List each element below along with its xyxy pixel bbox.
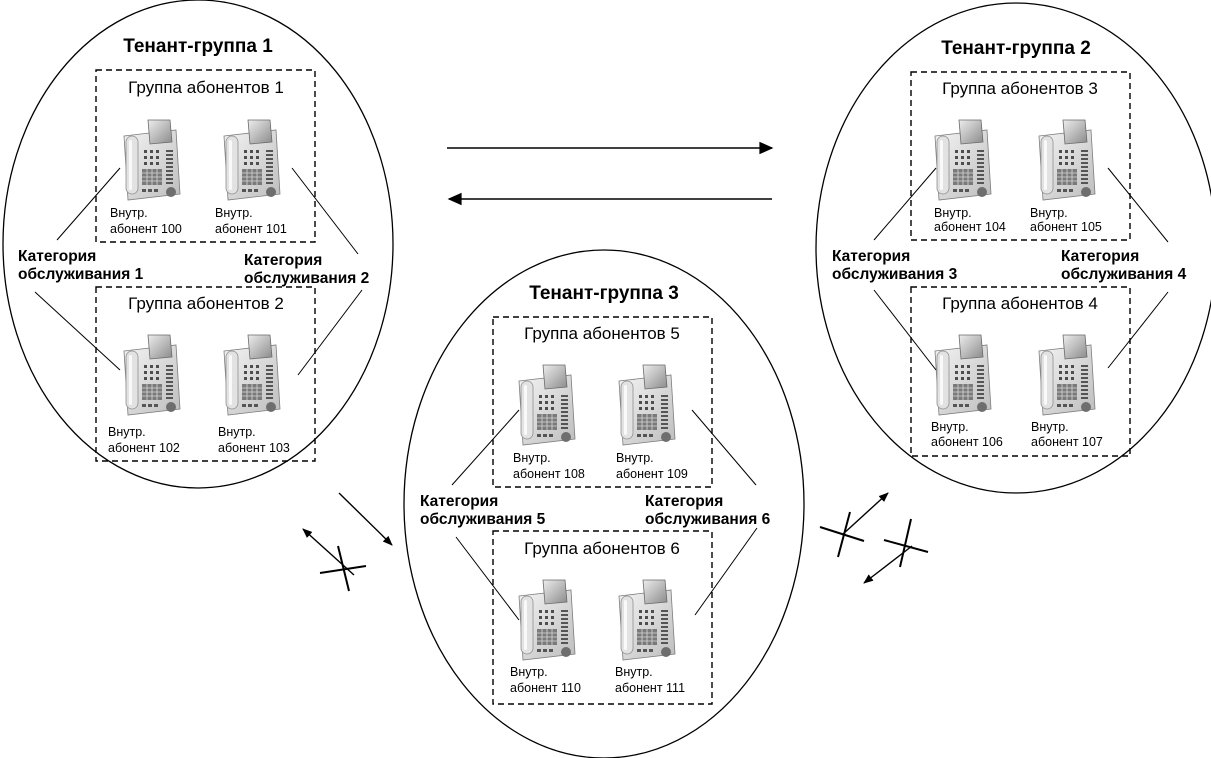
- desk-phone-icon: [934, 119, 992, 201]
- cos-label: обслуживания 1: [18, 266, 144, 283]
- tenant-boundary: [815, 2, 1211, 494]
- cos-link: [291, 167, 359, 255]
- extension-group-title: Группа абонентов 1: [128, 78, 284, 97]
- extension-group-box: [492, 530, 713, 705]
- extension-label: Внутр.: [616, 451, 654, 465]
- cos-link: [1107, 167, 1169, 243]
- extension-group-box: [910, 286, 1131, 457]
- blocked-cross: [883, 518, 929, 568]
- allowed-arrow-t1-to-t3: [338, 492, 393, 546]
- cos-label: обслуживания 2: [244, 270, 369, 287]
- extension-group-box: [910, 71, 1131, 241]
- cos-label: обслуживания 3: [832, 266, 958, 283]
- extension-label: Внутр.: [513, 451, 551, 465]
- cos-link: [451, 409, 520, 486]
- desk-phone-icon: [1038, 334, 1096, 416]
- extension-label: абонент 108: [513, 467, 585, 481]
- extension-label: абонент 110: [510, 681, 581, 695]
- extension-group-box: [95, 286, 316, 462]
- tenant-group-3: Тенант-группа 3 Группа абонентов 5 Внутр…: [403, 249, 805, 758]
- cos-label: Категория: [420, 493, 498, 510]
- extension-label: абонент 101: [215, 222, 287, 236]
- cos-link: [297, 289, 363, 376]
- cos-link: [455, 536, 520, 621]
- blocked-arrow-t2-to-t3: [863, 545, 913, 584]
- connection-arrows: [302, 141, 929, 592]
- extension-label: Внутр.: [615, 665, 653, 679]
- extension-label: абонент 109: [616, 467, 688, 481]
- desk-phone-icon: [934, 334, 992, 416]
- blocked-arrow-t3-to-t1: [302, 528, 355, 576]
- extension-label: Внутр.: [931, 420, 969, 434]
- cos-link: [694, 527, 758, 616]
- extension-label: абонент 105: [1030, 220, 1102, 234]
- desk-phone-icon: [123, 334, 181, 416]
- tenant-title: Тенант-группа 3: [529, 283, 679, 304]
- tenant-group-1: Тенант-группа 1 Группа абонентов 1 Внутр…: [2, 0, 394, 489]
- desk-phone-icon: [1038, 119, 1096, 201]
- desk-phone-icon: [123, 119, 181, 201]
- cos-label: Категория: [18, 248, 96, 265]
- extension-label: абонент 100: [110, 222, 182, 236]
- blocked-arrow-t3-to-t2: [841, 492, 889, 536]
- cos-label: обслуживания 5: [420, 511, 546, 528]
- extension-label: абонент 103: [218, 441, 290, 455]
- cos-label: Категория: [244, 252, 322, 269]
- extension-label: абонент 104: [934, 220, 1006, 234]
- extension-label: абонент 106: [931, 435, 1003, 449]
- cos-link: [691, 409, 757, 486]
- tenant-title: Тенант-группа 2: [941, 38, 1091, 59]
- cos-label: обслуживания 6: [645, 511, 771, 528]
- extension-label: абонент 102: [108, 441, 180, 455]
- extension-group-box: [492, 316, 713, 488]
- extension-label: абонент 107: [1031, 435, 1103, 449]
- extension-label: Внутр.: [510, 665, 548, 679]
- extension-group-title: Группа абонентов 5: [524, 324, 680, 343]
- desk-phone-icon: [518, 364, 576, 446]
- cos-link: [873, 289, 937, 371]
- extension-label: Внутр.: [108, 425, 146, 439]
- desk-phone-icon: [618, 579, 676, 661]
- extension-label: Внутр.: [215, 206, 253, 220]
- cos-link: [34, 291, 121, 371]
- desk-phone-icon: [518, 579, 576, 661]
- desk-phone-icon: [223, 119, 281, 201]
- tenant-boundary: [403, 249, 805, 758]
- extension-group-title: Группа абонентов 6: [524, 539, 680, 558]
- cos-link: [56, 167, 121, 241]
- desk-phone-icon: [618, 364, 676, 446]
- cos-label: Категория: [645, 493, 723, 510]
- extension-label: абонент 111: [615, 681, 685, 695]
- extension-label: Внутр.: [1031, 420, 1069, 434]
- desk-phone-icon: [223, 334, 281, 416]
- extension-group-box: [95, 69, 316, 243]
- tenant-title: Тенант-группа 1: [123, 36, 273, 57]
- cos-label: Категория: [832, 248, 910, 265]
- extension-label: Внутр.: [110, 206, 148, 220]
- extension-group-title: Группа абонентов 4: [942, 294, 1098, 313]
- cos-label: Категория: [1061, 248, 1139, 265]
- cos-label: обслуживания 4: [1061, 266, 1187, 283]
- tenant-group-2: Тенант-группа 2 Группа абонентов 3 Внутр…: [815, 2, 1211, 494]
- extension-group-title: Группа абонентов 3: [942, 79, 1098, 98]
- cos-link: [1107, 291, 1169, 369]
- blocked-cross: [319, 545, 367, 592]
- extension-label: Внутр.: [934, 206, 972, 220]
- extension-label: Внутр.: [1030, 206, 1068, 220]
- tenant-boundary: [2, 0, 394, 489]
- cos-link: [873, 167, 937, 241]
- extension-label: Внутр.: [218, 425, 256, 439]
- extension-group-title: Группа абонентов 2: [128, 294, 284, 313]
- blocked-cross: [819, 511, 865, 558]
